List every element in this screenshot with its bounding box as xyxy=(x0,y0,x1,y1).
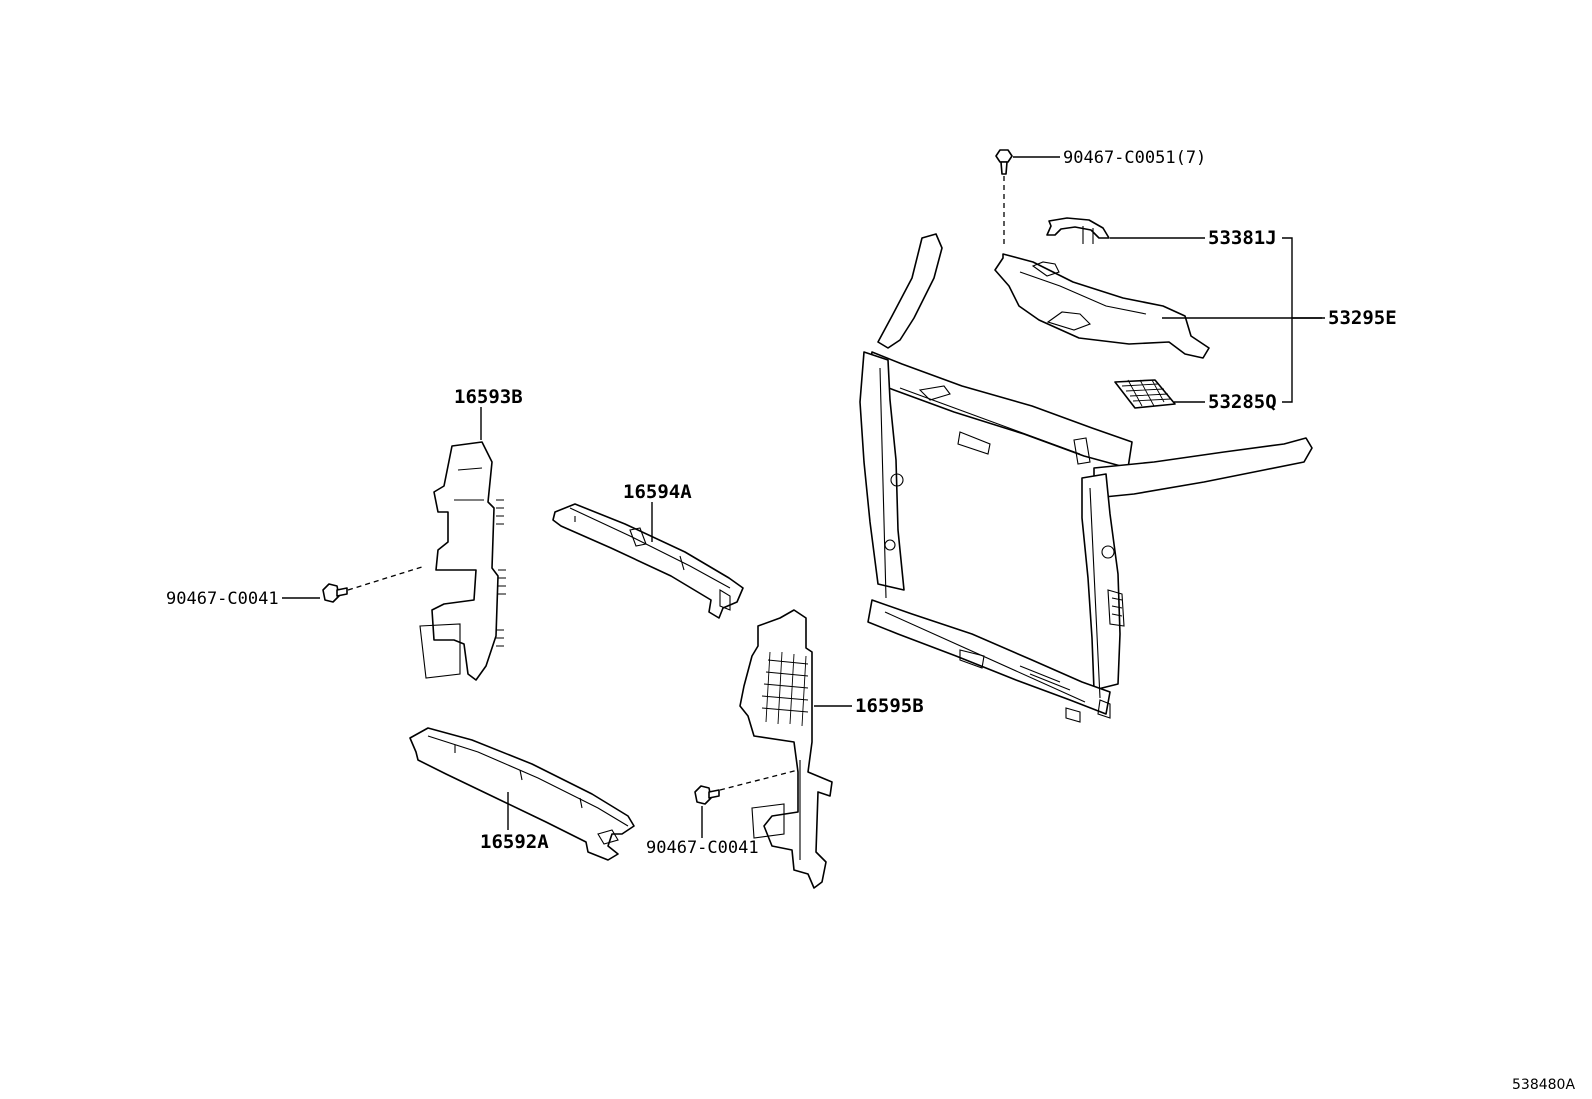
label-90467-c0041-right: 90467-C0041 xyxy=(646,838,759,858)
seal-16592a-icon xyxy=(409,727,635,861)
label-16595b: 16595B xyxy=(855,695,924,717)
label-90467-c0041-left: 90467-C0041 xyxy=(166,589,279,609)
seal-16593b-icon xyxy=(419,441,506,681)
group-bracket xyxy=(1282,237,1322,403)
label-53381j: 53381J xyxy=(1208,227,1277,249)
clip-90467-c0051-icon xyxy=(995,149,1013,246)
mesh-53285q-icon xyxy=(1114,379,1176,409)
clip-90467-c0041-right-icon xyxy=(694,769,799,805)
cover-53295e-icon xyxy=(994,253,1210,359)
label-16594a: 16594A xyxy=(623,481,692,503)
label-53295e: 53295E xyxy=(1328,307,1397,329)
clip-90467-c0041-left-icon xyxy=(322,565,426,603)
label-90467-c0051: 90467-C0051(7) xyxy=(1063,148,1206,168)
seal-16595b-icon xyxy=(739,609,833,889)
radiator-support-frame-icon xyxy=(859,233,1313,723)
diagram-reference-code: 538480A xyxy=(1512,1077,1575,1093)
label-53285q: 53285Q xyxy=(1208,391,1277,413)
bracket-53381j-icon xyxy=(1046,217,1110,244)
label-16592a: 16592A xyxy=(480,831,549,853)
fastener-guide-line xyxy=(719,769,799,791)
seal-16594a-icon xyxy=(552,503,744,619)
label-16593b: 16593B xyxy=(454,386,523,408)
fastener-guide-line xyxy=(347,565,426,591)
